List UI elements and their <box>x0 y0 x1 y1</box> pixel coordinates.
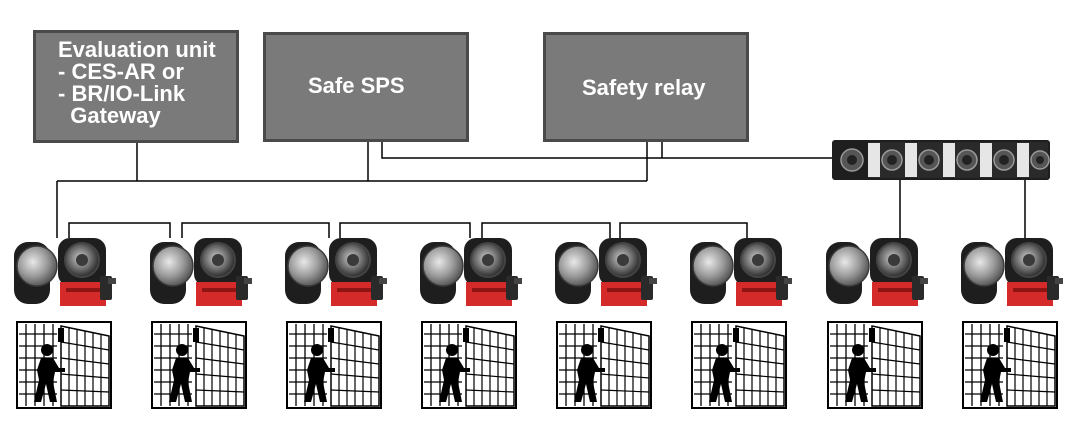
station-2-door-icon <box>151 321 247 409</box>
station-7-door-icon <box>827 321 923 409</box>
station-4-door-icon <box>421 321 517 409</box>
station-5-device <box>554 237 658 307</box>
series-link-3 <box>339 222 471 238</box>
station-8-device <box>960 237 1064 307</box>
station-1-door-icon <box>16 321 112 409</box>
station-6-door-icon <box>691 321 787 409</box>
station-4-device <box>419 237 523 307</box>
station-8-door-icon <box>962 321 1058 409</box>
series-link-5 <box>619 222 748 238</box>
series-link-1 <box>68 222 171 238</box>
safe-sps-box: Safe SPS <box>263 32 469 142</box>
station-3-door-icon <box>286 321 382 409</box>
evaluation-unit-line-4: Gateway <box>58 103 161 128</box>
station-1-device <box>13 237 117 307</box>
station-6-device <box>689 237 793 307</box>
station-5-door-icon <box>556 321 652 409</box>
station-2-device <box>149 237 253 307</box>
evaluation-unit-line-3: - BR/IO-Link <box>58 81 186 106</box>
station-7-device <box>825 237 929 307</box>
evaluation-unit-line-2: - CES-AR or <box>58 59 184 84</box>
evaluation-unit-line-1: Evaluation unit <box>58 37 216 62</box>
station-3-device <box>284 237 388 307</box>
series-link-2 <box>181 222 330 238</box>
safe-sps-label: Safe SPS <box>308 73 405 98</box>
series-link-4 <box>481 222 611 238</box>
safety-relay-box: Safety relay <box>543 32 749 142</box>
wiring-lines <box>56 142 1026 238</box>
safety-relay-label: Safety relay <box>582 75 706 100</box>
evaluation-unit-box: Evaluation unit - CES-AR or - BR/IO-Link… <box>33 30 239 143</box>
sps-to-hub <box>381 142 832 159</box>
io-link-hub-icon <box>832 140 1050 180</box>
